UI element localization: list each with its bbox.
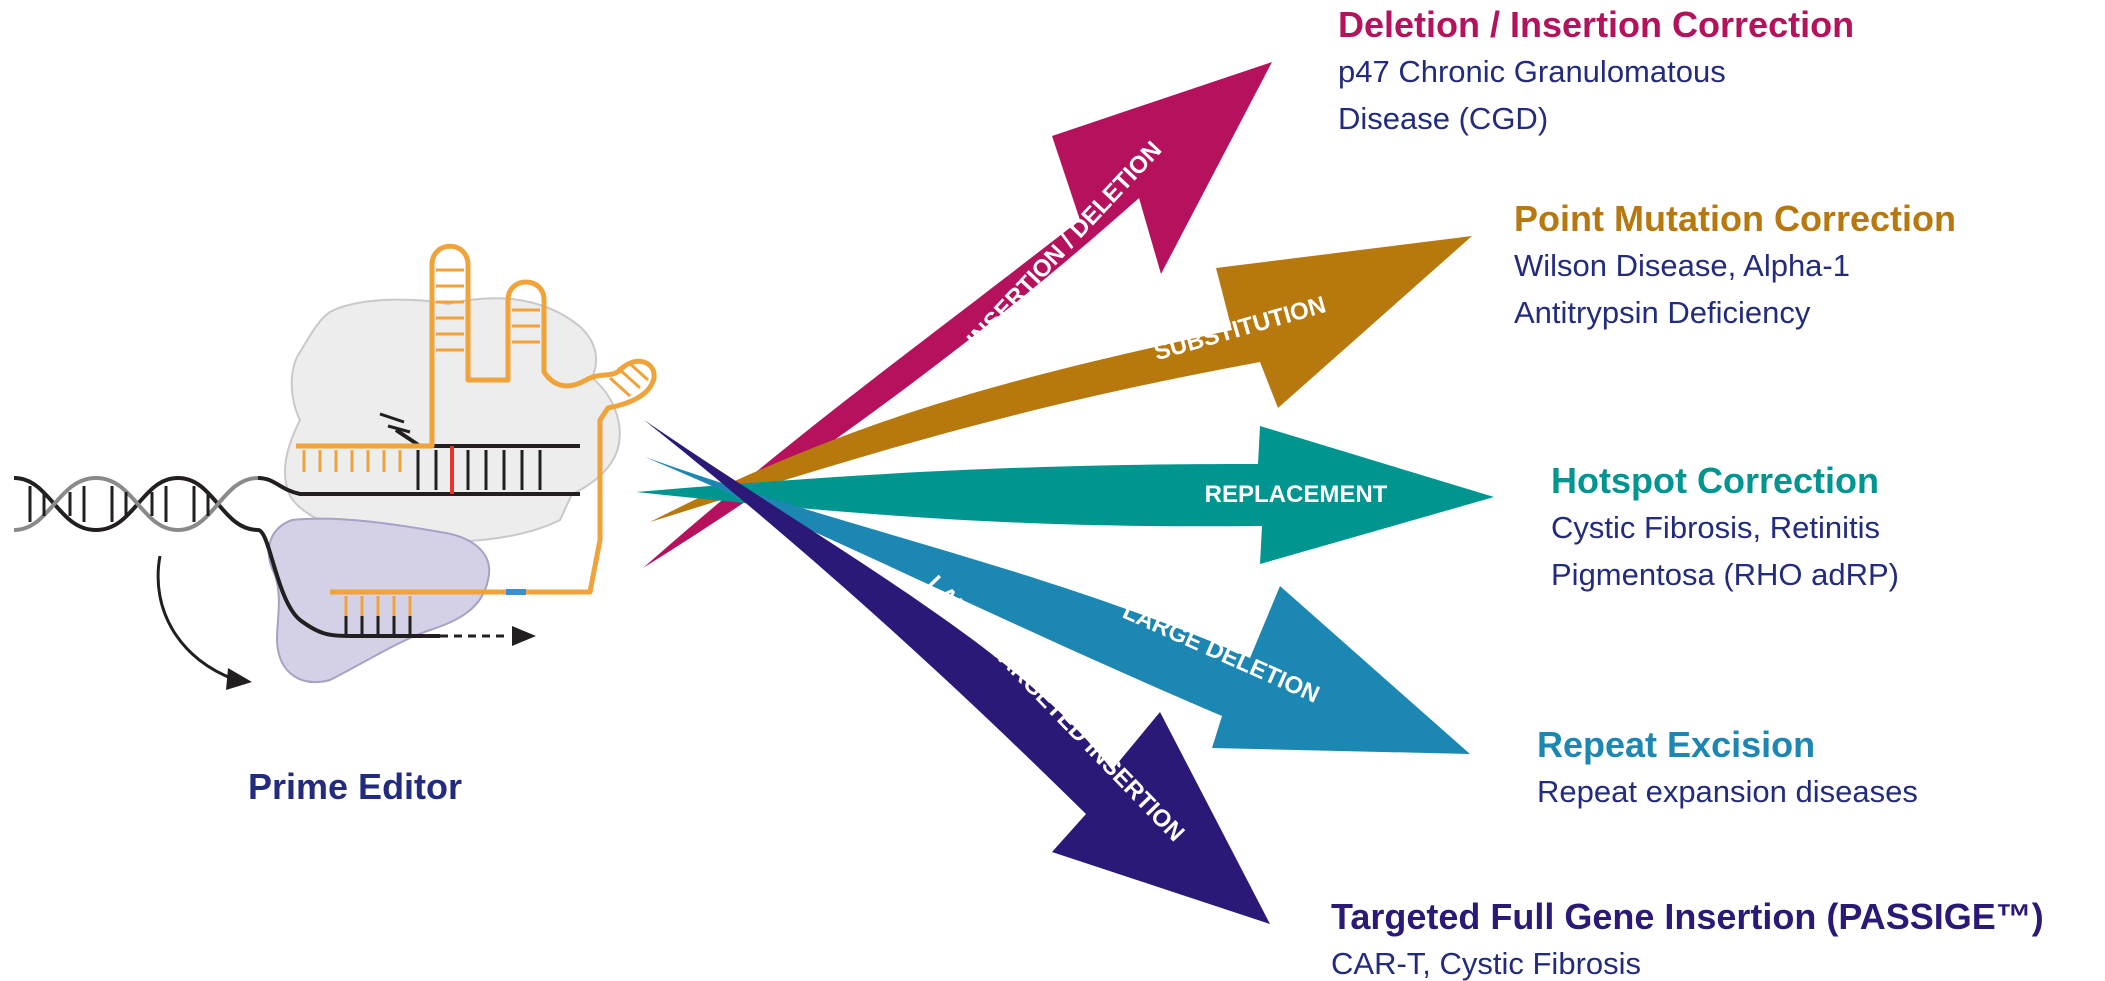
outcome-description-line1: p47 Chronic Granulomatous bbox=[1338, 54, 1726, 89]
outcome-description-line2: Disease (CGD) bbox=[1338, 101, 1549, 136]
dna-flap-tick bbox=[379, 412, 411, 434]
arrow-large-targeted-insertion bbox=[644, 420, 1270, 924]
pbs-dna-teeth bbox=[344, 616, 412, 634]
outcome-title: Deletion / Insertion Correction bbox=[1338, 4, 1855, 45]
target-dna-strand-bottom bbox=[257, 528, 440, 638]
outcome-description-line1: Cystic Fibrosis, Retinitis bbox=[1551, 510, 1880, 545]
outcome-title: Point Mutation Correction bbox=[1514, 198, 1956, 239]
prime-editor-illustration bbox=[13, 243, 657, 690]
editing-arrows bbox=[636, 62, 1494, 924]
outcome-description-line1: Wilson Disease, Alpha-1 bbox=[1514, 248, 1850, 283]
arrow-large-deletion bbox=[645, 457, 1470, 754]
outcome-description-line2: Antitrypsin Deficiency bbox=[1514, 295, 1811, 330]
rotation-arrow bbox=[156, 555, 237, 682]
outcome-title: Targeted Full Gene Insertion (PASSIGE™) bbox=[1331, 896, 2044, 937]
cas9-protein-shape bbox=[283, 297, 621, 543]
arrow-substitution bbox=[650, 236, 1472, 522]
outcome-description-line2: Pigmentosa (RHO adRP) bbox=[1551, 557, 1900, 592]
outcome-hotspot: Hotspot Correction Cystic Fibrosis, Reti… bbox=[1551, 458, 1899, 598]
target-dna-strand-top bbox=[257, 476, 580, 496]
synthesis-arrowhead bbox=[512, 626, 536, 646]
prime-editor-label: Prime Editor bbox=[248, 766, 463, 807]
arrow-replacement bbox=[636, 426, 1494, 564]
outcome-title: Hotspot Correction bbox=[1551, 460, 1879, 501]
pbs-teeth bbox=[344, 596, 412, 616]
outcome-deletion-insertion: Deletion / Insertion Correction p47 Chro… bbox=[1338, 2, 1854, 142]
dna-teeth-upper bbox=[416, 450, 542, 490]
dna-flap bbox=[394, 428, 422, 448]
pegrna-hairpin-teeth bbox=[436, 268, 650, 398]
arrow-insertion-deletion bbox=[643, 62, 1272, 568]
outcome-description-line1: Repeat expansion diseases bbox=[1537, 774, 1918, 809]
outcome-repeat-excision: Repeat Excision Repeat expansion disease… bbox=[1537, 722, 1918, 815]
label-replacement: REPLACEMENT bbox=[1205, 481, 1388, 508]
dna-helix-strand-2 bbox=[13, 475, 259, 533]
outcome-title: Repeat Excision bbox=[1537, 724, 1816, 765]
outcome-point-mutation: Point Mutation Correction Wilson Disease… bbox=[1514, 196, 1956, 336]
dna-base-pairs bbox=[28, 486, 210, 522]
pegrna-backbone bbox=[296, 243, 657, 595]
outcome-description-line1: CAR-T, Cystic Fibrosis bbox=[1331, 946, 1642, 981]
pegrna-spacer-teeth bbox=[302, 450, 402, 472]
outcome-targeted-gene-insertion: Targeted Full Gene Insertion (PASSIGE™) … bbox=[1331, 894, 2044, 981]
rotation-arrowhead bbox=[226, 668, 252, 690]
